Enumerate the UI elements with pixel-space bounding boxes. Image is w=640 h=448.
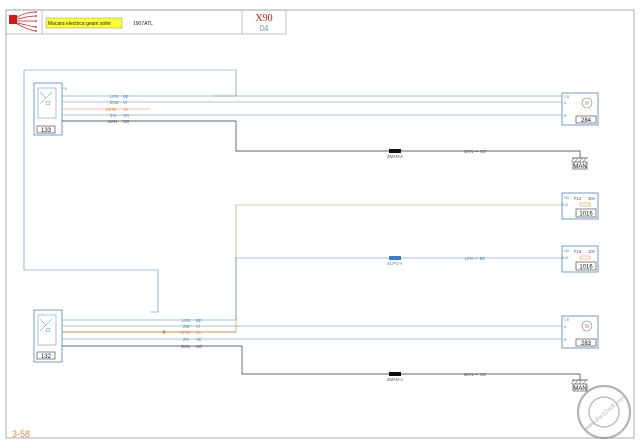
bottom-ground-wire <box>241 346 581 380</box>
top-wire-4-label: ZIA <box>110 113 117 118</box>
title-highlight <box>45 17 123 29</box>
fuse-f18: F18 10A 1016 NO E18 <box>561 245 599 273</box>
diagram-code: 1907ATL <box>133 21 153 27</box>
motor-bottom-pin-b: B <box>564 338 567 342</box>
diagram-title: Macara electrica geam sofer <box>48 21 111 27</box>
bottom-wire-5-color: NO <box>196 344 203 349</box>
motor-284-label: 284 <box>581 118 592 124</box>
bottom-wire-2-label: ZIB <box>183 324 190 329</box>
middle-wire-label: LPG — BE <box>465 256 486 261</box>
version-code: 04 <box>260 24 269 33</box>
fuse-f14: F14 30A 1016 NO E14 <box>561 192 599 220</box>
fuse1-pin-no: NO <box>564 196 570 200</box>
motor-top-pin-b: B <box>564 114 567 118</box>
bottom-wire-4-color: VE <box>196 337 202 342</box>
page-number: 3-58 <box>12 429 30 439</box>
harness-logo-icon <box>9 11 37 32</box>
top-ground-wire <box>235 121 581 158</box>
motor-283: M 283 CR A B <box>561 315 599 349</box>
fuse-f14-rating: 30A <box>588 196 596 201</box>
bottom-wire-bundle <box>62 319 562 347</box>
fuse2-pin-e18: E18 <box>562 256 568 260</box>
top-wire-3-color: JA <box>123 107 128 112</box>
motor-283-label: 283 <box>581 341 592 347</box>
fuse1-pin-e14: E14 <box>562 203 568 207</box>
bottom-wire-2-color: VI <box>196 324 200 329</box>
watermark-seal: www.the12volt.com <box>576 384 632 440</box>
fuse2-pin-no: NO <box>564 249 570 253</box>
bottom-wire-3-label: AP30 <box>180 330 191 335</box>
top-wire-1-label: LPG <box>110 94 118 99</box>
top-wire-5-color: NO <box>123 119 130 124</box>
connector-zman-bottom <box>389 372 401 376</box>
connector-elpg-label: ELPG-A <box>387 261 403 266</box>
connector-zman-top <box>389 149 401 153</box>
motor-top-pin-cr: CR <box>564 95 570 99</box>
ground-symbol-bottom-icon <box>570 379 588 392</box>
motor-284: M 284 CR A B <box>561 92 599 126</box>
svg-text:M: M <box>585 324 589 330</box>
switch-132: 132 <box>33 309 63 363</box>
bottom-ground-wire-label: MAN — NO <box>464 372 487 377</box>
top-wire-labels: LPG BE ZOB VI AP30 JA ZIA OR MAN NO <box>106 94 130 124</box>
fuse-f18-rating: 10A <box>588 249 596 254</box>
connector-elpg <box>389 256 401 260</box>
top-wire-3-label: AP30 <box>106 107 117 112</box>
switch-132-label: 132 <box>41 354 52 360</box>
sheet-border <box>5 9 635 439</box>
motor-top-pin-a: A <box>564 101 567 105</box>
connector-zman-bottom-label: ZMAN-A <box>387 377 403 382</box>
ground-symbol-top-icon <box>570 157 588 170</box>
switch-133: 133 <box>33 82 63 136</box>
top-wire-bundle <box>62 95 562 122</box>
connector-zman-top-label: ZMAN-A <box>387 154 403 159</box>
top-ground-wire-label: MAN — NO <box>464 149 487 154</box>
top-wire-2-label: ZOB <box>110 100 119 105</box>
bottom-wire-3-color: JA <box>196 330 201 335</box>
ap30-feed-wire <box>235 204 562 332</box>
bottom-wire-1-label: LPG <box>182 318 190 323</box>
bottom-wire-labels: LPG BE ZIB VI AP30 JA ZIA VE MAN NO <box>180 318 203 349</box>
top-wire-2-color: VI <box>123 100 127 105</box>
title-block: Macara electrica geam sofer 1907ATL X90 … <box>5 9 287 35</box>
motor-bottom-pin-a: A <box>564 325 567 329</box>
bottom-wire-5-label: MAN <box>181 344 190 349</box>
ground-top-label: MAN <box>573 164 586 170</box>
lpg-feed-wire <box>235 257 562 320</box>
bottom-wire-1-color: BE <box>196 318 202 323</box>
bottom-wire-4-label: ZIA <box>183 337 190 342</box>
top-wire-5-label: MAN <box>108 119 117 124</box>
motor-bottom-pin-cr: CR <box>564 318 570 322</box>
svg-text:M: M <box>585 101 589 107</box>
fuse-f18-label: F18 <box>574 249 582 254</box>
fuse-f14-box: 1016 <box>579 212 593 218</box>
feed-loop-left <box>23 70 159 313</box>
ground-bottom-label: MAN <box>573 386 586 392</box>
fuse-f14-label: F14 <box>574 196 582 201</box>
fuse-f18-box: 1016 <box>579 265 593 271</box>
top-wire-1-color: BE <box>123 94 129 99</box>
switch-133-label: 133 <box>41 128 52 134</box>
model-code: X90 <box>255 13 272 24</box>
top-wire-4-color: OR <box>123 113 129 118</box>
